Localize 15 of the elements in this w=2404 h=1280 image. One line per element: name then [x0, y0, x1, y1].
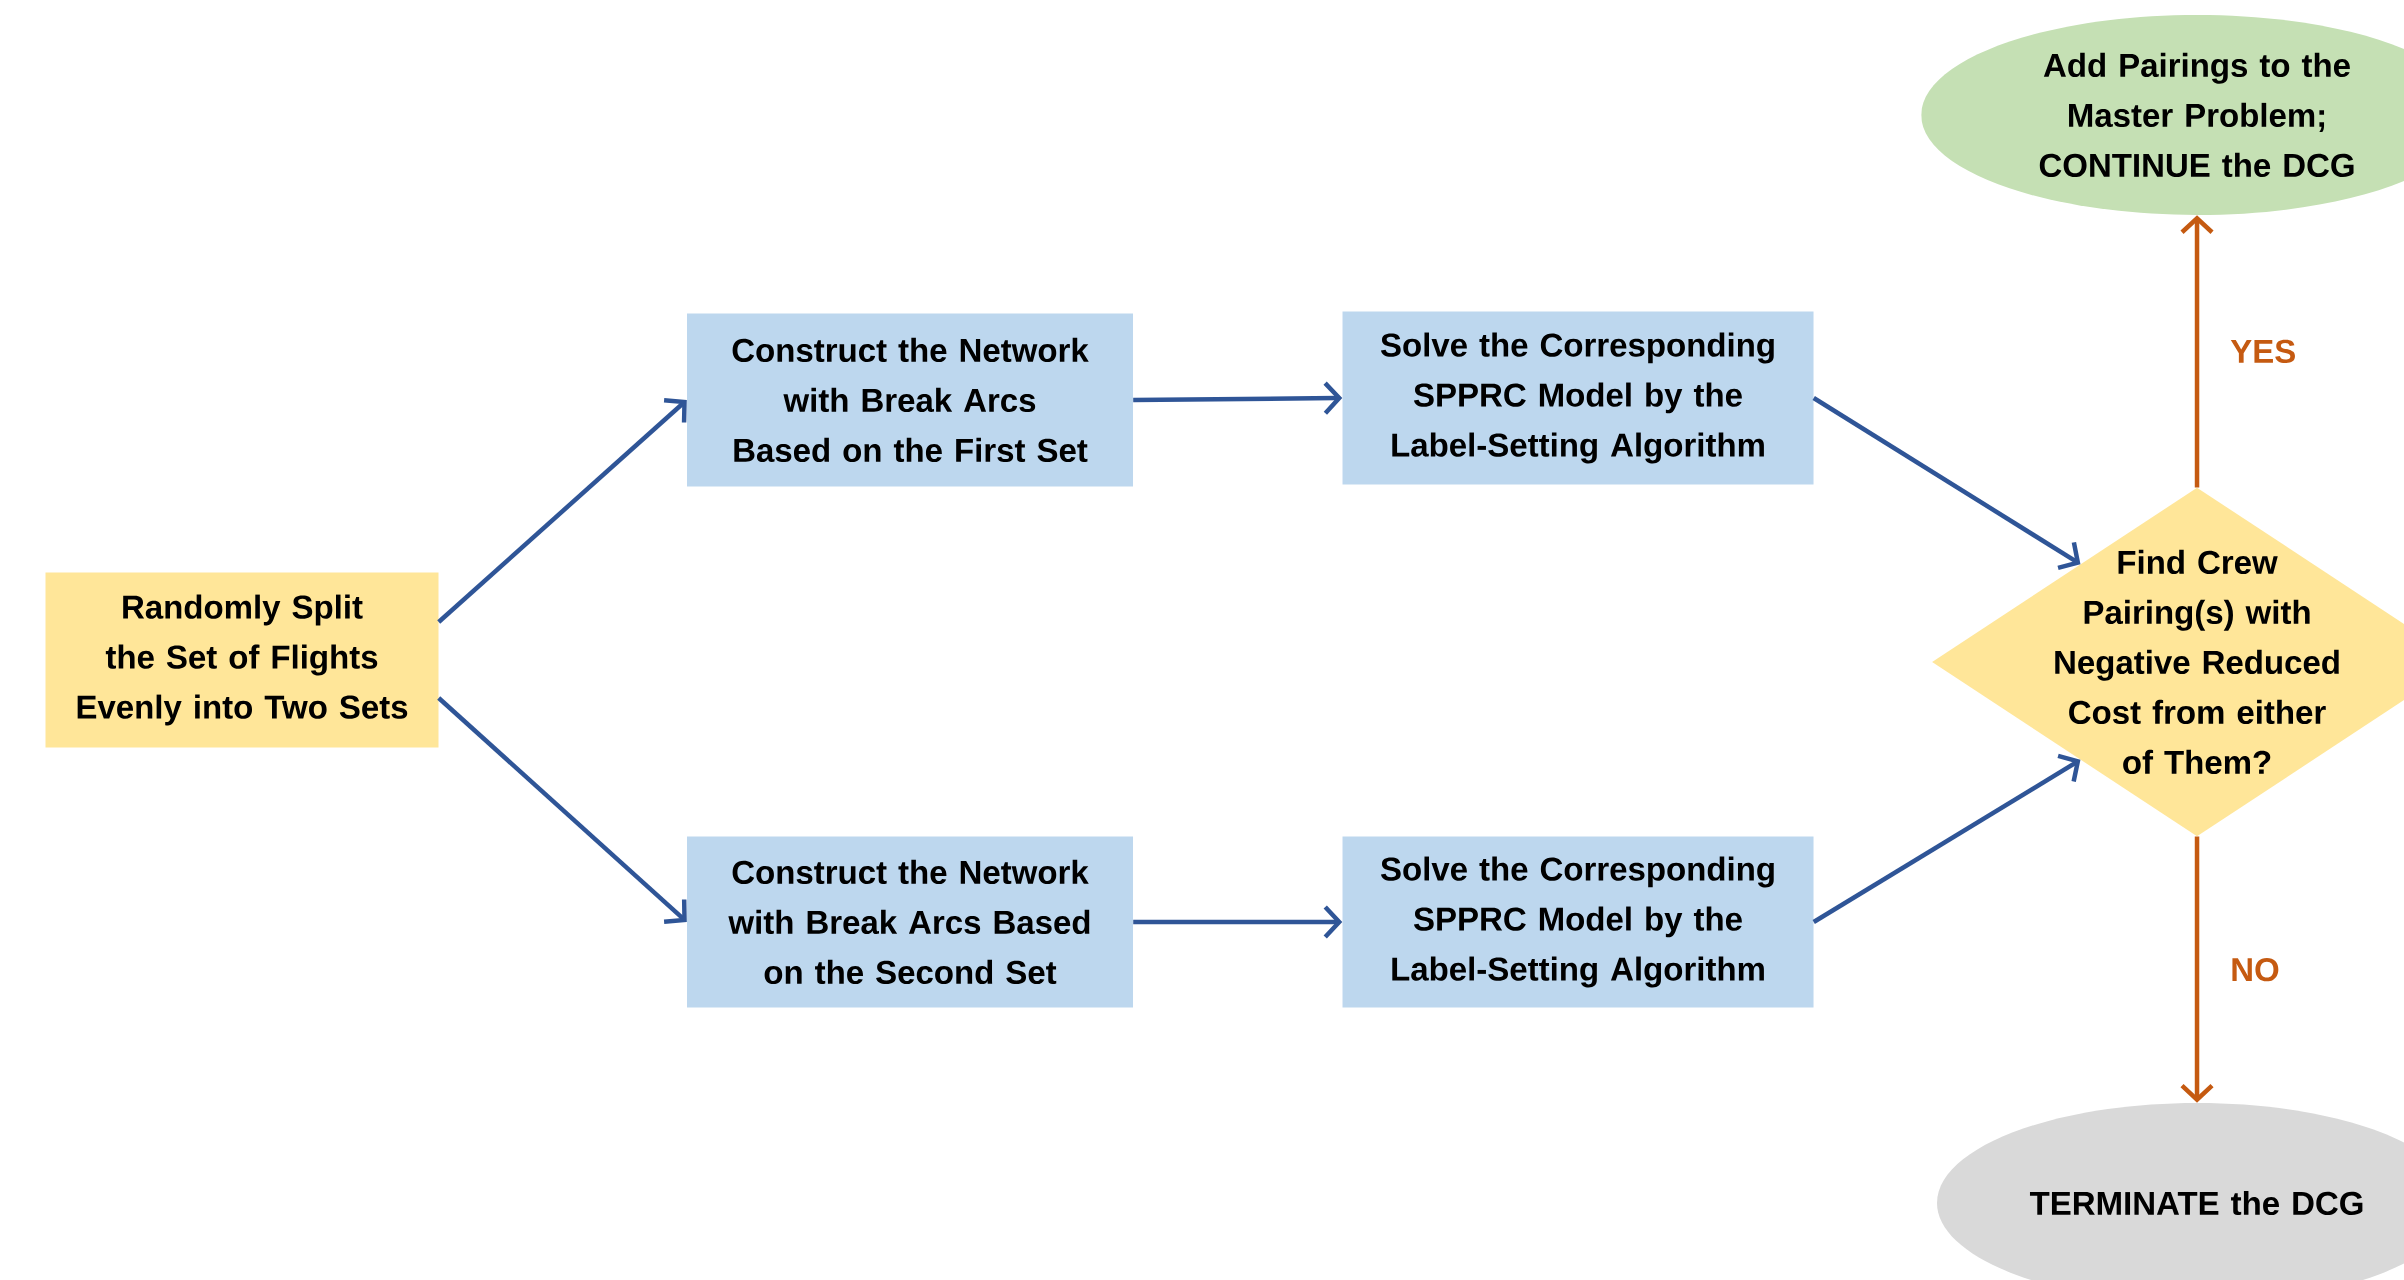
arrow: [1812, 753, 2081, 924]
arrow: [437, 397, 687, 624]
arrow: [1133, 381, 1343, 415]
process-box: Randomly Split the Set of Flights Evenly into Two Sets: [45, 572, 439, 748]
process-box: Construct the Network with Break Arcs Based on the First Set: [687, 313, 1133, 487]
arrow: [2180, 215, 2214, 488]
process-box: Solve the Corresponding SPPRC Model by the Label-Setting Algorithm: [1342, 311, 1814, 485]
arrow: [1812, 396, 2081, 571]
edge-label: NO: [2232, 958, 2279, 982]
process-box: Solve the Corresponding SPPRC Model by the Label-Setting Algorithm: [1342, 836, 1814, 1008]
arrow: [2180, 836, 2214, 1103]
arrow: [437, 696, 687, 924]
arrow: [1133, 905, 1343, 939]
process-box: Construct the Network with Break Arcs Based on the Second Set: [687, 836, 1133, 1008]
edge-label: YES: [2230, 339, 2295, 363]
